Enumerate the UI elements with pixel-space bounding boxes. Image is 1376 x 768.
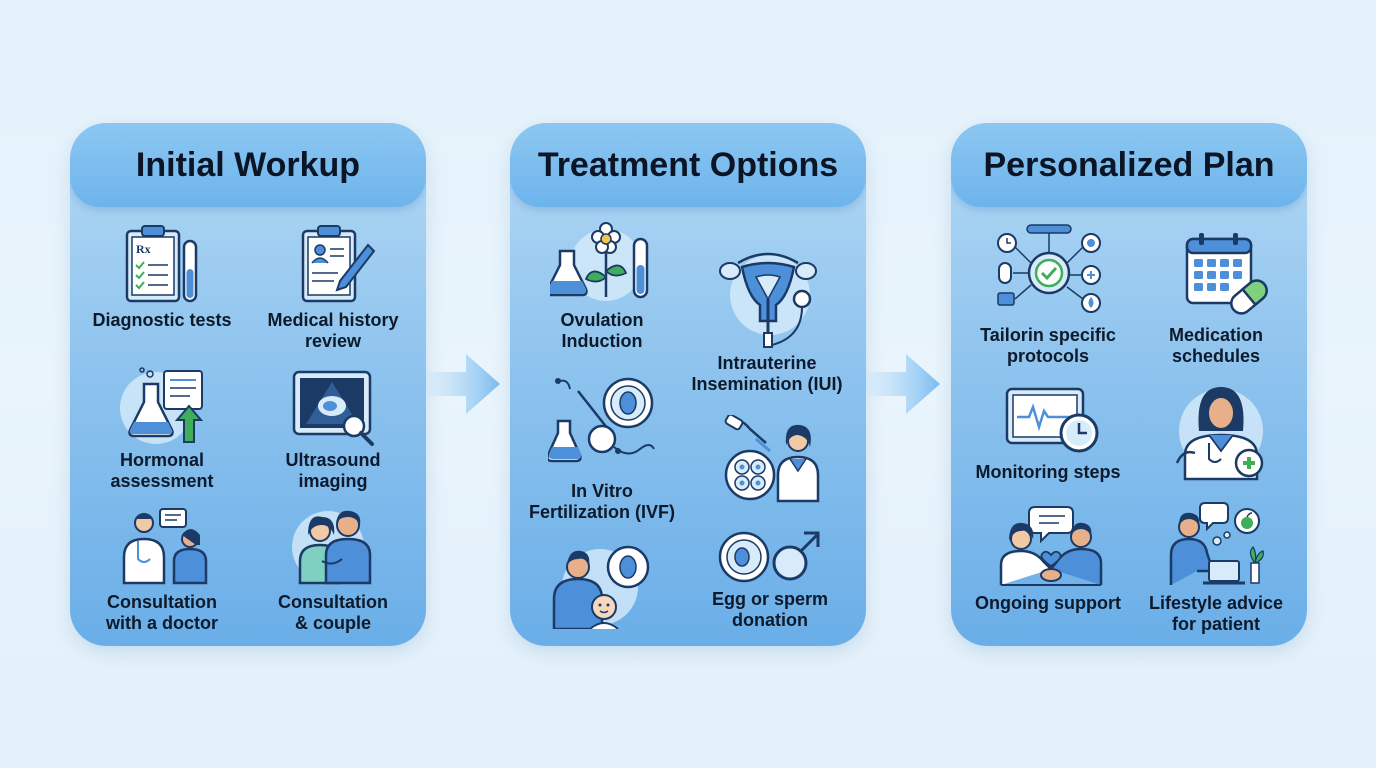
ivf-lab-icon <box>548 377 655 463</box>
item-label: Consultation with a doctor <box>106 592 218 633</box>
item-label: Ongoing support <box>975 593 1121 613</box>
ultrasound-monitor-icon <box>292 370 374 446</box>
lifestyle-laptop-icon <box>1169 502 1264 585</box>
couple-icon <box>292 510 372 585</box>
calendar-pill-icon <box>1185 233 1268 315</box>
column-header: Personalized Plan <box>951 123 1307 207</box>
uterus-icon <box>719 252 817 348</box>
item-label: Monitoring steps <box>975 462 1121 482</box>
item-label: Consultation & couple <box>278 592 388 633</box>
item-label: Tailorin specific protocols <box>980 325 1116 366</box>
protocol-hub-icon <box>997 224 1101 313</box>
support-handshake-icon <box>999 506 1103 586</box>
egg-sperm-icon <box>718 531 820 583</box>
clipboard-testtube-icon: Rx <box>125 225 198 303</box>
item-label: Ultrasound imaging <box>285 450 381 491</box>
column-header: Initial Workup <box>70 123 426 207</box>
item-label: Lifestyle advice for patient <box>1148 593 1284 634</box>
item-label: Diagnostic tests <box>92 310 232 330</box>
item-label: Ovulation Induction <box>560 310 644 351</box>
arrow-right-icon <box>426 354 500 414</box>
monitor-clock-icon <box>1005 387 1099 453</box>
flask-chart-icon <box>120 367 204 444</box>
column-title: Initial Workup <box>135 145 361 184</box>
column-title: Treatment Options <box>537 145 839 184</box>
item-label: Medication schedules <box>1168 325 1263 366</box>
doctor-patient-icon <box>122 508 208 585</box>
doctor-cross-icon <box>1175 387 1264 481</box>
parent-baby-icon <box>552 545 650 629</box>
embryologist-icon <box>724 415 820 503</box>
item-label: Medical history review <box>267 310 399 351</box>
column-treatment-options: Treatment Options Ovulation Induction <box>510 123 866 646</box>
item-label: Hormonal assessment <box>110 450 214 491</box>
svg-text:Rx: Rx <box>136 242 151 256</box>
column-header: Treatment Options <box>510 123 866 207</box>
item-label: In Vitro Fertilization (IVF) <box>529 481 675 522</box>
column-personalized-plan: Personalized Plan <box>951 123 1307 646</box>
arrow-right-icon <box>866 354 940 414</box>
flask-flower-icon <box>550 222 649 301</box>
column-initial-workup: Initial Workup Rx Diagnostic tests <box>70 123 426 646</box>
column-title: Personalized Plan <box>983 145 1275 184</box>
item-label: Intrauterine Insemination (IUI) <box>691 353 843 394</box>
item-label: Egg or sperm donation <box>711 589 829 630</box>
patient-record-icon <box>301 225 376 303</box>
